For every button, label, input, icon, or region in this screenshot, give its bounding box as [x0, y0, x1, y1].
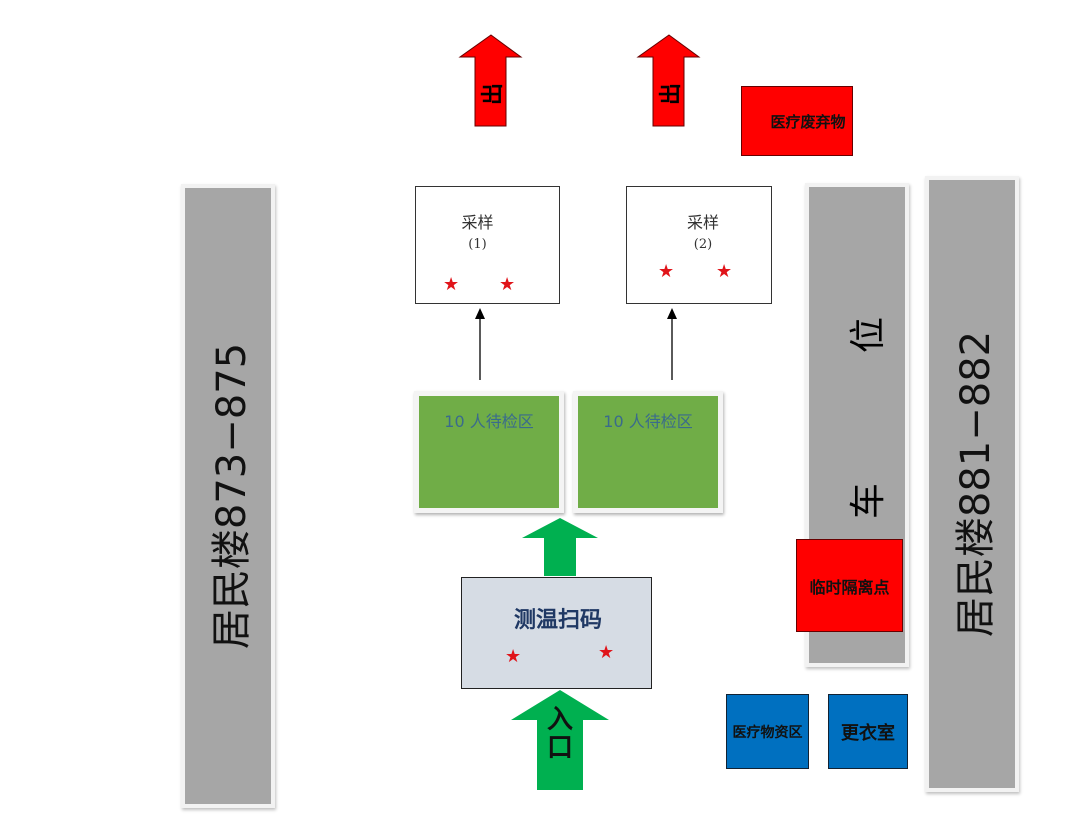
star-icon: ★ [443, 274, 460, 295]
right-residential-building: 居民楼881−882 [925, 176, 1019, 792]
flow-arrow-1 [475, 308, 485, 380]
temperature-scan-station: 测温扫码 ★ ★ [461, 577, 652, 689]
entrance-arrow [511, 690, 609, 790]
waiting-area-2: 10 人待检区 [573, 391, 723, 513]
sampling-title: 采样 [461, 213, 494, 232]
medical-waste-area: 医疗废弃物 [741, 86, 853, 156]
parking-char-2: 车 [848, 482, 890, 520]
waiting-area-1: 10 人待检区 [414, 391, 564, 513]
medical-supplies-area: 医疗物资区 [726, 694, 809, 769]
sampling-station-1: 采样 (1) ★ ★ [415, 186, 560, 304]
star-icon: ★ [505, 646, 522, 667]
sampling-number: (1) [468, 237, 487, 252]
exit-arrow-2 [636, 34, 701, 127]
flow-arrow-2 [667, 308, 677, 380]
sampling-number: (2) [693, 237, 713, 252]
star-icon: ★ [658, 261, 675, 282]
left-residential-building: 居民楼873−875 [181, 184, 275, 808]
parking-char-1: 位 [848, 316, 890, 354]
star-icon: ★ [499, 274, 516, 295]
entry-flow-arrow [522, 518, 598, 576]
sampling-title: 采样 [686, 213, 719, 232]
star-icon: ★ [598, 642, 615, 663]
scan-label: 测温扫码 [514, 608, 603, 633]
exit-arrow-1 [458, 34, 523, 127]
exit-label-2: 出 [659, 83, 684, 106]
temporary-isolation-point: 临时隔离点 [796, 539, 903, 632]
star-icon: ★ [716, 261, 733, 282]
left-building-label: 居民楼873−875 [209, 342, 255, 650]
sampling-station-2: 采样 (2) ★ ★ [626, 186, 772, 304]
exit-label-1: 出 [481, 83, 506, 106]
right-building-label: 居民楼881−882 [953, 330, 999, 638]
changing-room: 更衣室 [828, 694, 908, 769]
entrance-label: 入口 [546, 705, 573, 763]
